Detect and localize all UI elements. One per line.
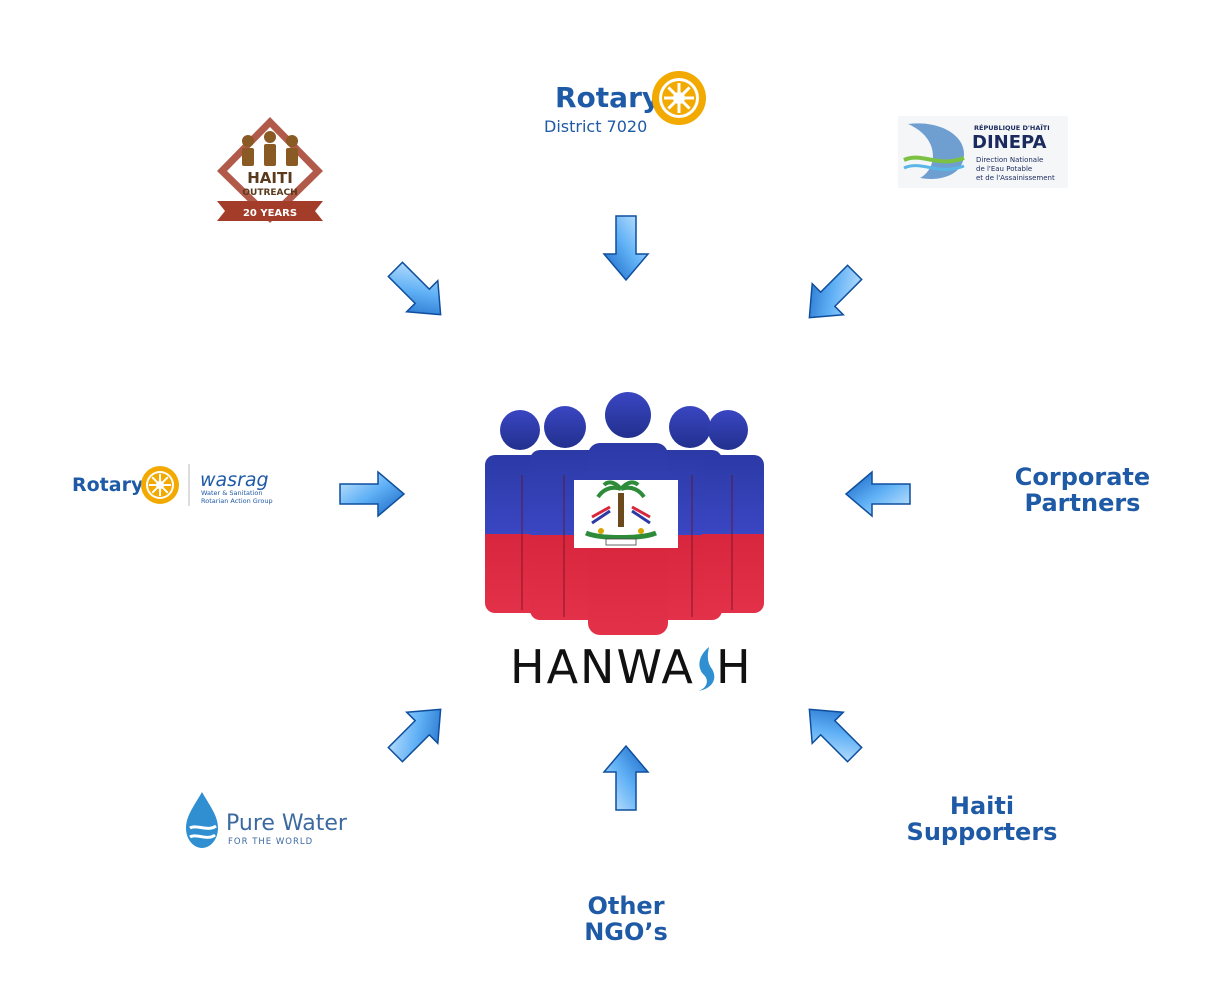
wasrag-rotary-word: Rotary xyxy=(72,474,144,496)
people-group-icon xyxy=(485,392,764,635)
dinepa-line2: de l'Eau Potable xyxy=(976,165,1032,173)
haiti-supporters-line1: Haiti xyxy=(949,792,1015,820)
rotary-word: Rotary xyxy=(555,81,660,114)
corporate-partners-label: Corporate Partners xyxy=(1000,464,1165,516)
hanwash-wordmark: HANWA H xyxy=(510,640,751,694)
water-drop-icon xyxy=(186,792,218,848)
haiti-supporters-line2: Supporters xyxy=(906,818,1058,846)
rotary-wheel-icon xyxy=(652,71,706,125)
hanwash-text-left: HANWA xyxy=(510,640,695,694)
dinepa-line1: Direction Nationale xyxy=(976,156,1043,164)
arrow-down-right-icon xyxy=(379,253,457,331)
arrow-up-right-icon xyxy=(379,693,457,771)
arrow-down-icon xyxy=(603,215,649,281)
hanwash-center-logo: HANWA H xyxy=(470,385,780,705)
corporate-line1: Corporate xyxy=(1014,463,1151,491)
arrow-left-icon xyxy=(845,471,911,517)
other-ngos-line2: NGO’s xyxy=(584,918,668,946)
rotary-district-logo: Rotary District 7020 xyxy=(540,68,720,138)
arrow-down-left-icon xyxy=(793,256,871,334)
other-ngos-label: Other NGO’s xyxy=(556,893,696,945)
dinepa-name: DINEPA xyxy=(972,132,1047,153)
rotary-wheel-small-icon xyxy=(141,466,179,504)
arrow-up-left-icon xyxy=(793,693,871,771)
people-icon xyxy=(242,131,298,166)
pure-water-name: Pure Water xyxy=(226,811,348,836)
water-wave-icon xyxy=(903,123,965,179)
pure-water-sub: FOR THE WORLD xyxy=(228,837,313,847)
arrow-right-icon xyxy=(339,471,405,517)
haiti-outreach-logo: HAITI OUTREACH 20 YEARS xyxy=(215,115,325,227)
corporate-line2: Partners xyxy=(1024,489,1141,517)
arrow-up-icon xyxy=(603,745,649,811)
wasrag-line2: Rotarian Action Group xyxy=(201,497,273,505)
rotary-district-text: District 7020 xyxy=(544,117,647,136)
dinepa-country: RÉPUBLIQUE D'HAÏTI xyxy=(974,123,1050,132)
rotary-wasrag-logo: Rotary wasrag Water & Sanitation Rotaria… xyxy=(68,460,278,510)
haiti-outreach-ribbon: 20 YEARS xyxy=(243,208,297,219)
coat-of-arms-icon xyxy=(585,480,657,546)
wasrag-name: wasrag xyxy=(200,469,269,491)
dinepa-logo: RÉPUBLIQUE D'HAÏTI DINEPA Direction Nati… xyxy=(898,116,1068,188)
haiti-outreach-line1: HAITI xyxy=(247,169,293,187)
haiti-outreach-line2: OUTREACH xyxy=(242,188,297,198)
hanwash-text-right: H xyxy=(716,640,751,694)
dinepa-line3: et de l'Assainissement xyxy=(976,174,1055,182)
pure-water-logo: Pure Water FOR THE WORLD xyxy=(182,790,362,852)
haiti-supporters-label: Haiti Supporters xyxy=(898,793,1066,845)
wasrag-line1: Water & Sanitation xyxy=(201,489,262,497)
other-ngos-line1: Other xyxy=(587,892,665,920)
water-drop-s-icon xyxy=(698,647,715,691)
